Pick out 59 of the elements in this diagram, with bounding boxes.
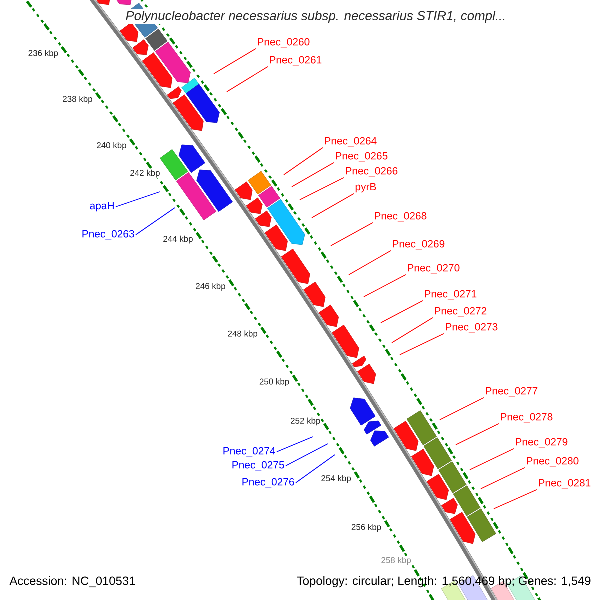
scale-label: 256 kbp	[350, 524, 382, 532]
scale-label: 250 kbp	[258, 378, 290, 387]
gene-label: Pnec_0270	[408, 264, 460, 274]
scale-label: 248 kbp	[227, 330, 258, 340]
leader-line	[330, 222, 374, 246]
leader-line	[480, 468, 526, 490]
scale-label: 238 kbp	[62, 95, 94, 104]
scale-label: 242 kbp	[130, 169, 161, 178]
gene-label: Pnec_0260	[258, 38, 310, 48]
gene-label: apaH	[90, 202, 114, 212]
scale-label: 252 kbp	[290, 417, 322, 426]
leader-line	[494, 490, 538, 510]
leader-line	[456, 424, 500, 446]
gene-label: Pnec_0264	[325, 137, 377, 147]
leader-line	[296, 454, 336, 484]
leader-line	[380, 300, 424, 324]
leader-line	[214, 48, 256, 74]
gene-label: Pnec_0273	[446, 323, 498, 333]
leader-line	[470, 448, 514, 470]
gene-label: Pnec_0272	[435, 307, 487, 317]
leader-line	[392, 318, 434, 344]
gene-label: Pnec_0268	[375, 212, 427, 222]
gene-label: Pnec_0278	[501, 413, 553, 423]
leader-line	[312, 193, 354, 218]
gene-label: Pnec_0280	[527, 457, 579, 467]
leader-line	[348, 250, 392, 276]
genome-info-text: Topology: circular; Length: 1,560,469 bp; Genes: 1,549	[297, 576, 591, 588]
leader-line	[440, 398, 484, 420]
gene-label: Pnec_0279	[516, 438, 568, 448]
scale-label: 236 kbp	[28, 50, 59, 58]
gene-label: pyrB	[356, 183, 376, 193]
gene-label: Pnec_0263	[82, 230, 134, 240]
leader-line	[276, 436, 314, 452]
gene-label: Pnec_0276	[242, 478, 294, 488]
scale-label: 254 kbp	[320, 474, 352, 484]
scale-label: 258 kbp	[380, 556, 412, 566]
leader-line	[286, 444, 328, 466]
gene-label: Pnec_0269	[393, 240, 445, 250]
gene-label: Pnec_0274	[224, 447, 276, 457]
gene-label: Pnec_0271	[425, 290, 477, 300]
title-text: Polynucleobacter necessarius subsp. necessarius STIR1, compl...	[124, 9, 508, 25]
scale-label: 240 kbp	[96, 142, 128, 151]
gene-label: Pnec_0265	[336, 152, 388, 162]
leader-line	[300, 177, 344, 200]
leader-line	[400, 334, 444, 356]
gene-label: Pnec_0266	[346, 167, 398, 177]
leader-line	[292, 162, 334, 188]
scale-label: 246 kbp	[195, 282, 226, 292]
leader-line	[116, 192, 160, 208]
leader-line	[136, 208, 176, 236]
gene-label: Pnec_0277	[486, 387, 538, 397]
accession-text: Accession: NC_010531	[10, 576, 136, 588]
leader-line	[284, 147, 324, 176]
scale-label: 244 kbp	[162, 235, 194, 244]
gene-label: Pnec_0275	[232, 461, 284, 471]
leader-line	[226, 66, 268, 92]
gene-label: Pnec_0281	[539, 479, 591, 489]
gene-label: Pnec_0261	[270, 56, 322, 66]
leader-line	[364, 274, 406, 298]
